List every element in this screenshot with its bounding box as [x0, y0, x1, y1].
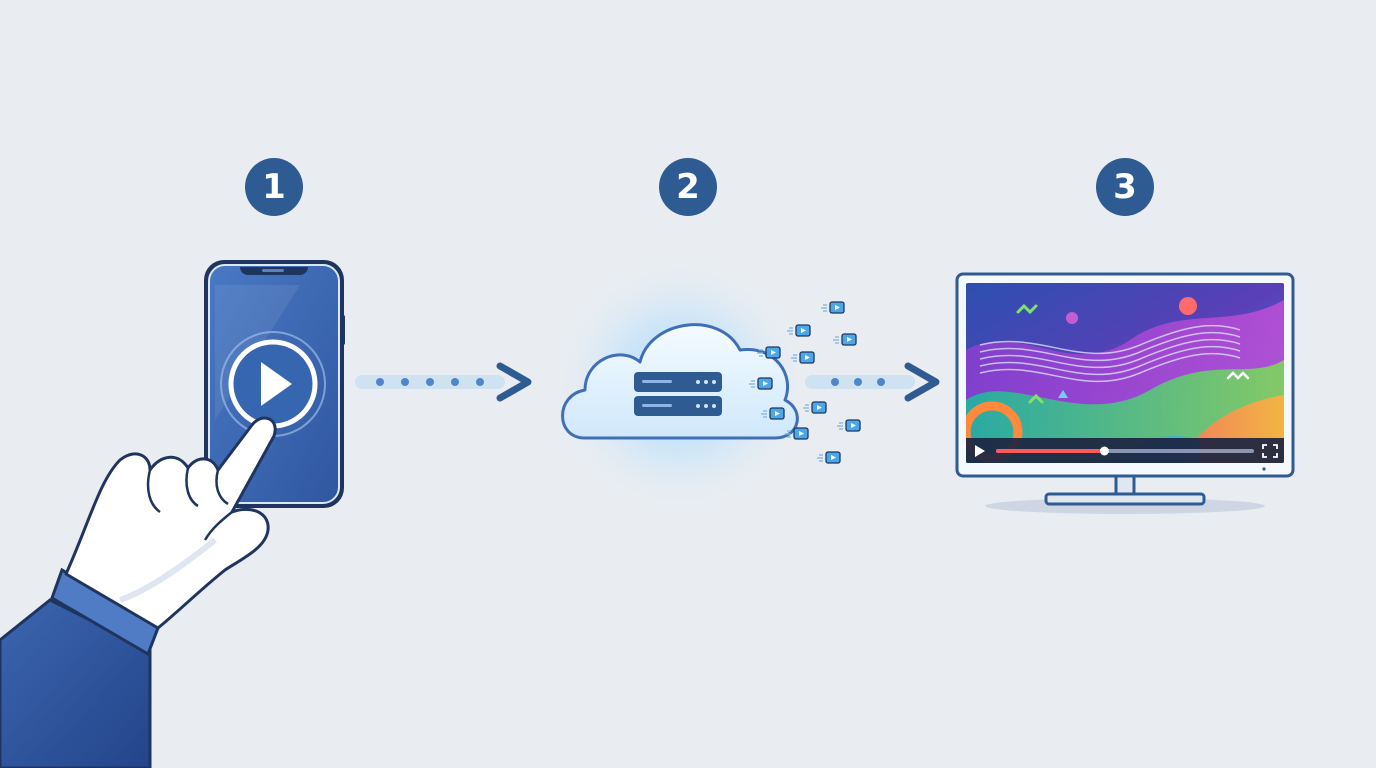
video-player-controls: [975, 444, 1278, 458]
video-packet-icon: [821, 301, 845, 314]
video-packet-icon: [757, 346, 781, 359]
right-arrow-icon: [805, 362, 940, 402]
step-number: 3: [1113, 167, 1137, 207]
seek-bar-handle[interactable]: [1099, 446, 1109, 456]
play-icon: [220, 331, 326, 437]
step-number: 2: [676, 167, 700, 207]
step-badge-3: 3: [1096, 158, 1154, 216]
video-packet-icon: [749, 377, 773, 390]
seek-bar-fill: [996, 449, 1105, 453]
video-packet-icon: [803, 401, 827, 414]
cloud-server-icon: [550, 255, 810, 515]
video-packet-icon: [817, 451, 841, 464]
player-play-icon[interactable]: [975, 445, 985, 457]
video-packets: [749, 301, 861, 464]
right-arrow-icon: [355, 362, 532, 402]
fullscreen-icon[interactable]: [1262, 444, 1278, 458]
video-packet-icon: [787, 324, 811, 337]
tv-monitor-icon: [955, 272, 1295, 514]
step-badge-1: 1: [245, 158, 303, 216]
pointing-hand-icon: [0, 416, 277, 768]
video-packet-icon: [761, 407, 785, 420]
server-rack-icon: [634, 372, 722, 416]
video-packet-icon: [791, 351, 815, 364]
video-packet-icon: [833, 333, 857, 346]
video-packet-icon: [837, 419, 861, 432]
step-number: 1: [262, 167, 286, 207]
video-packet-icon: [785, 427, 809, 440]
step-badge-2: 2: [659, 158, 717, 216]
tv-screen: [966, 283, 1284, 463]
